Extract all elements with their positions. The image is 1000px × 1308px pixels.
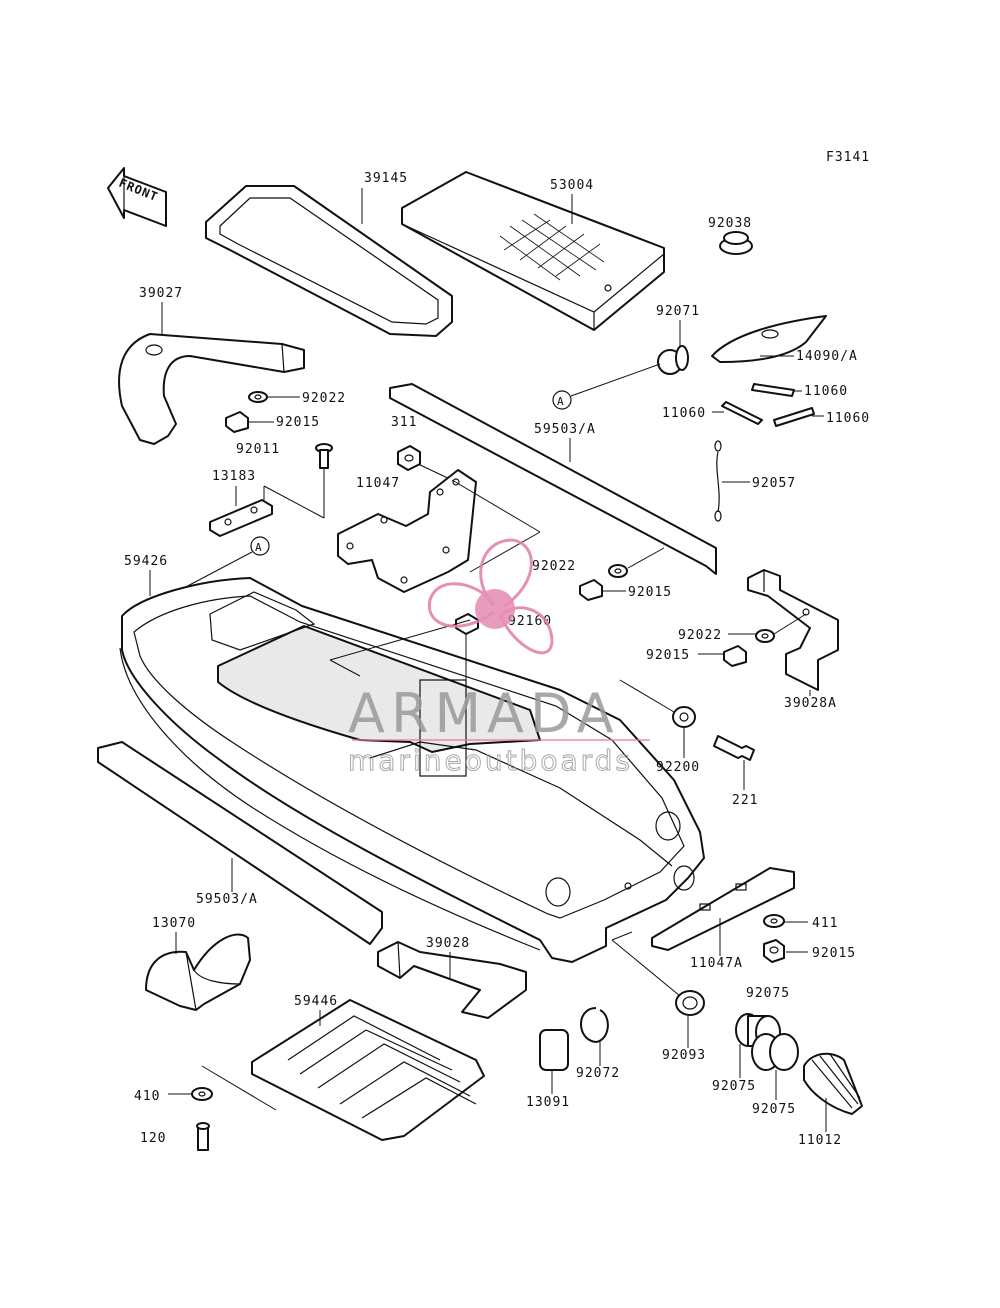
label-92011: 92011	[236, 442, 280, 457]
label-92038: 92038	[708, 216, 752, 231]
label-92015-a: 92015	[276, 415, 320, 430]
cover-14090a	[711, 315, 827, 363]
label-59503a-b: 59503/A	[196, 892, 258, 907]
label-39028a: 39028A	[784, 696, 837, 711]
strip-11060-top	[751, 383, 795, 397]
strip-11060-left	[721, 401, 763, 425]
mat-53004	[401, 171, 665, 331]
propeller-hub-icon	[475, 589, 515, 629]
bolt-92011	[315, 443, 333, 469]
label-11060-a: 11060	[804, 384, 848, 399]
washer-92093	[675, 990, 705, 1016]
rail-11047a	[651, 867, 795, 951]
plug-92075-b	[751, 1033, 799, 1071]
mesh-pattern	[499, 213, 605, 281]
label-221: 221	[732, 793, 758, 808]
label-92071: 92071	[656, 304, 700, 319]
svg-text:A: A	[255, 541, 262, 554]
label-11047: 11047	[356, 476, 400, 491]
label-13091: 13091	[526, 1095, 570, 1110]
label-92022-b: 92022	[532, 559, 576, 574]
washer-411	[763, 914, 785, 928]
nut-92015-a	[225, 411, 249, 433]
label-39145: 39145	[364, 171, 408, 186]
cap-92071	[657, 345, 689, 375]
label-92093: 92093	[662, 1048, 706, 1063]
figure-code: F3141	[826, 150, 870, 165]
washer-92022-c	[755, 629, 775, 643]
label-92015-c: 92015	[646, 648, 690, 663]
handle-39027	[118, 333, 305, 445]
handle-39028a	[747, 569, 839, 691]
bellows-11012	[803, 1052, 863, 1115]
label-92022-c: 92022	[678, 628, 722, 643]
label-13070: 13070	[152, 916, 196, 931]
washer-92022-a	[248, 391, 268, 403]
bracket-311	[337, 469, 477, 593]
label-39027: 39027	[139, 286, 183, 301]
label-13183: 13183	[212, 469, 256, 484]
gunwale-strip-59503a-lower	[97, 741, 383, 945]
bolt-120	[196, 1122, 210, 1151]
label-11047a: 11047A	[690, 956, 743, 971]
label-11060-c: 11060	[826, 411, 870, 426]
gasket-frame-39145	[205, 185, 453, 337]
nut-92015-b	[579, 579, 603, 601]
plate-13183	[209, 499, 273, 537]
label-39028: 39028	[426, 936, 470, 951]
label-92200: 92200	[656, 760, 700, 775]
front-arrow-icon: FRONT	[107, 167, 167, 227]
label-92075-c: 92075	[752, 1102, 796, 1117]
grate-59446	[251, 999, 485, 1141]
cord-92057	[714, 440, 722, 522]
label-53004: 53004	[550, 178, 594, 193]
svg-text:A: A	[557, 395, 564, 408]
nut-11047	[397, 445, 421, 471]
label-59426: 59426	[124, 554, 168, 569]
label-92057: 92057	[752, 476, 796, 491]
label-92160: 92160	[508, 614, 552, 629]
watermark: ARMADA marineoutboards	[348, 538, 650, 778]
label-92075-b: 92075	[712, 1079, 756, 1094]
label-411: 411	[812, 916, 838, 931]
propeller-logo-icon	[427, 538, 554, 655]
label-59446: 59446	[294, 994, 338, 1009]
screw-221	[713, 735, 755, 761]
strip-11060-right	[773, 407, 815, 427]
label-92075-a: 92075	[746, 986, 790, 1001]
label-59503a-a: 59503/A	[534, 422, 596, 437]
pad-13091	[539, 1029, 569, 1071]
vent-cover-13070	[145, 933, 251, 1011]
washer-92022-b	[608, 564, 628, 578]
nut-92015-d	[763, 939, 785, 963]
label-92015-b: 92015	[628, 585, 672, 600]
watermark-subtitle: marineoutboards	[348, 744, 633, 777]
gunwale-strip-59503a-upper	[389, 383, 717, 575]
label-11012: 11012	[798, 1133, 842, 1148]
label-92015-d: 92015	[812, 946, 856, 961]
label-11060-b: 11060	[662, 406, 706, 421]
label-311: 311	[391, 415, 417, 430]
hull-59426	[119, 577, 705, 963]
label-120: 120	[140, 1131, 166, 1146]
bumper-39028	[377, 941, 527, 1019]
label-92072: 92072	[576, 1066, 620, 1081]
label-410: 410	[134, 1089, 160, 1104]
washer-92200	[672, 706, 696, 728]
ref-marker-a-lower: A	[250, 536, 270, 556]
label-14090a: 14090/A	[796, 349, 858, 364]
clip-92072	[580, 1007, 609, 1044]
grommet-92038	[719, 231, 753, 255]
watermark-title: ARMADA	[348, 682, 620, 745]
nut-92015-c	[723, 645, 747, 667]
ref-marker-a-upper: A	[552, 390, 572, 410]
label-92022-a: 92022	[302, 391, 346, 406]
washer-410	[191, 1087, 213, 1101]
